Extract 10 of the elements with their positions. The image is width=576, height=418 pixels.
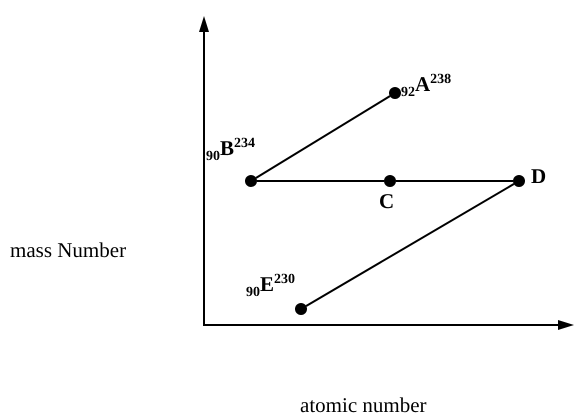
point-label: $_{92}$A$^{238}$ bbox=[401, 73, 452, 100]
axis-label: atomic number bbox=[300, 393, 427, 418]
axis-label: mass Number bbox=[10, 238, 126, 263]
point-label: $_{90}$B$^{234}$ bbox=[206, 137, 256, 164]
point-label: C bbox=[379, 191, 394, 212]
point-label: $_{90}$E$^{230}$ bbox=[246, 273, 296, 300]
connecting-line bbox=[257, 180, 384, 182]
connecting-line bbox=[396, 180, 513, 182]
connecting-line bbox=[306, 183, 514, 307]
point-label: D bbox=[531, 166, 546, 187]
